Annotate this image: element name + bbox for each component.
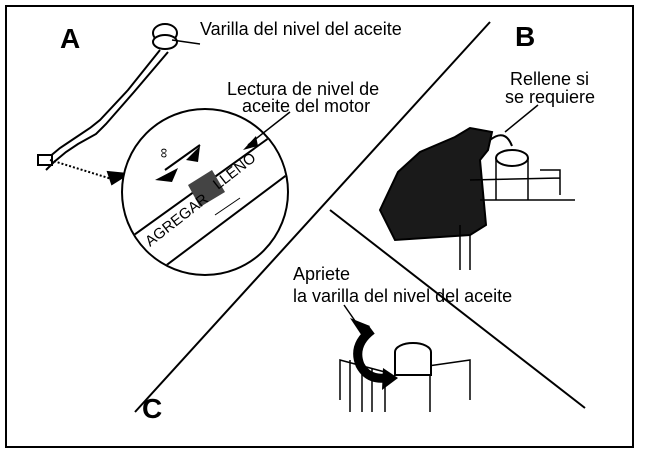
- tighten-callout-line1: Apriete: [293, 264, 351, 284]
- fill-callout-line1: Rellene si: [510, 69, 590, 89]
- gauge-safe-line-top: [164, 144, 201, 171]
- dipstick-callout-leader: [171, 39, 201, 45]
- tighten-callout-line2: la varilla del nivel del aceite: [293, 286, 513, 306]
- tighten-arrow-head: [382, 368, 398, 390]
- divider-a-c: [134, 21, 491, 413]
- oil-fill-neck: [495, 149, 529, 167]
- fill-callout-line2: se requiere: [505, 87, 596, 107]
- reading-callout-line2: aceite del motor: [242, 96, 371, 116]
- gauge-arrow-right: [186, 146, 200, 162]
- engine-block-b: [459, 158, 575, 270]
- panel-a-letter: A: [60, 23, 81, 54]
- gauge-crosshatch: [188, 170, 225, 207]
- gauge-infinity-symbol: ∞: [155, 148, 171, 158]
- dipstick-cap-side: [152, 34, 178, 50]
- dipstick-tip: [37, 154, 53, 166]
- oil-pour-spout: [489, 134, 513, 147]
- panel-b-letter: B: [515, 21, 536, 52]
- oil-bottle: [378, 126, 494, 242]
- dipstick-illustration: [37, 23, 178, 186]
- gauge-safe-line-bottom: [214, 197, 241, 216]
- tighten-illustration: [339, 304, 471, 412]
- dipstick-leader: [49, 159, 116, 181]
- gauge-magnifier: ∞ AGREGAR LLENO: [121, 108, 289, 276]
- fill-callout-leader: [504, 104, 539, 133]
- tighten-rotation-arrow: [353, 326, 386, 383]
- divider-b-c: [329, 209, 586, 409]
- diagram-frame: [5, 5, 634, 448]
- dipstick-neck-c: [394, 352, 432, 376]
- oil-bottle-illustration: [378, 104, 575, 270]
- tighten-callout-leader: [343, 304, 361, 329]
- reading-callout-arrow: [243, 136, 258, 150]
- reading-callout-line1: Lectura de nivel de: [227, 79, 380, 99]
- dipstick-callout: Varilla del nivel del aceite: [200, 19, 402, 39]
- gauge-arrow-left: [155, 168, 178, 182]
- panel-c-letter: C: [142, 393, 163, 424]
